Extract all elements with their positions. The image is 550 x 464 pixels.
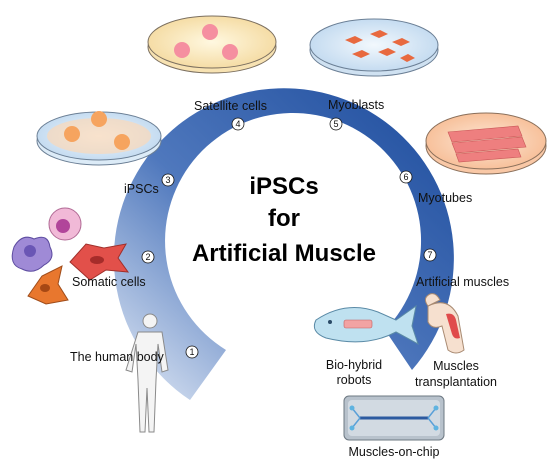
step-6-label: Myotubes: [418, 191, 472, 205]
muscles-on-chip: [343, 395, 445, 441]
step-4-label: Satellite cells: [194, 99, 267, 113]
ipsc-dish: [36, 111, 162, 166]
biohybrid-label-2: robots: [337, 373, 372, 387]
svg-text:3: 3: [165, 175, 170, 185]
title-line-2: for: [268, 205, 300, 232]
step-1-label: The human body: [70, 350, 165, 364]
biohybrid-fish: [313, 304, 419, 346]
step-7-label: Artificial muscles: [416, 275, 509, 289]
transplant-label-2: transplantation: [415, 375, 497, 389]
step-2-number: 2: [141, 250, 155, 264]
step-5-number: 5: [329, 117, 343, 131]
chip-label: Muscles-on-chip: [348, 445, 439, 459]
title-line-1: iPSCs: [249, 173, 318, 200]
step-6-number: 6: [399, 170, 413, 184]
human-body-figure: [125, 313, 169, 433]
transplant-arm: [424, 293, 465, 354]
step-4-number: 4: [231, 117, 245, 131]
svg-text:5: 5: [333, 119, 338, 129]
svg-text:6: 6: [403, 172, 408, 182]
somatic-cells: [11, 207, 130, 305]
step-3-number: 3: [161, 173, 175, 187]
svg-text:4: 4: [235, 119, 240, 129]
title-line-3: Artificial Muscle: [192, 240, 376, 267]
biohybrid-label-1: Bio-hybrid: [326, 358, 382, 372]
step-5-label: Myoblasts: [328, 98, 384, 112]
svg-text:1: 1: [189, 347, 194, 357]
svg-text:7: 7: [427, 250, 432, 260]
myotubes-dish: [425, 112, 547, 175]
satellite-cells-dish: [147, 15, 277, 74]
transplant-label-1: Muscles: [433, 359, 479, 373]
step-2-label: Somatic cells: [72, 275, 146, 289]
myoblasts-dish: [309, 18, 439, 77]
step-1-number: 1: [185, 345, 199, 359]
step-7-number: 7: [423, 248, 437, 262]
svg-text:2: 2: [145, 252, 150, 262]
step-3-label: iPSCs: [124, 182, 159, 196]
